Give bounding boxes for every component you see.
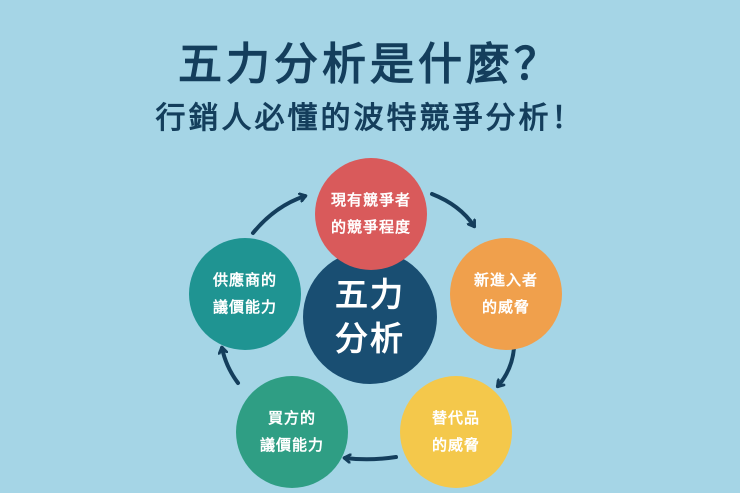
force-node-line2: 的威脅 xyxy=(481,298,530,316)
force-node-line1: 新進入者 xyxy=(473,271,538,289)
center-node-line1: 五力 xyxy=(335,275,405,314)
page-subtitle: 行銷人必懂的波特競爭分析！ xyxy=(155,101,585,136)
force-node-line2: 議價能力 xyxy=(212,298,277,316)
force-node-line1: 買方的 xyxy=(267,409,316,427)
arrow-top-to-right xyxy=(430,192,476,226)
force-node-new-entrants: 新進入者 的威脅 xyxy=(450,238,562,350)
page-title: 五力分析是什麼？ xyxy=(178,39,562,90)
arrow-left-to-top xyxy=(251,196,305,235)
force-node-line1: 供應商的 xyxy=(212,271,277,289)
arrow-bottom-left-to-left xyxy=(222,348,240,385)
force-node-line1: 替代品 xyxy=(431,409,480,427)
arrow-bottom-right-to-bottom-left xyxy=(345,457,398,459)
arrow-right-to-bottom-right xyxy=(498,346,516,386)
force-node-supplier-power: 供應商的 議價能力 xyxy=(189,238,301,350)
force-node-substitutes: 替代品 的威脅 xyxy=(400,376,512,488)
force-node-line1: 現有競爭者 xyxy=(330,191,411,209)
force-node-existing-competitors: 現有競爭者 的競爭程度 xyxy=(315,158,427,270)
force-node-buyer-power: 買方的 議價能力 xyxy=(236,376,348,488)
center-node-five-forces: 五力 分析 xyxy=(303,250,437,384)
center-node-line2: 分析 xyxy=(335,319,405,358)
force-node-line2: 議價能力 xyxy=(259,436,324,454)
force-node-line2: 的威脅 xyxy=(431,436,480,454)
force-node-line2: 的競爭程度 xyxy=(330,218,411,236)
